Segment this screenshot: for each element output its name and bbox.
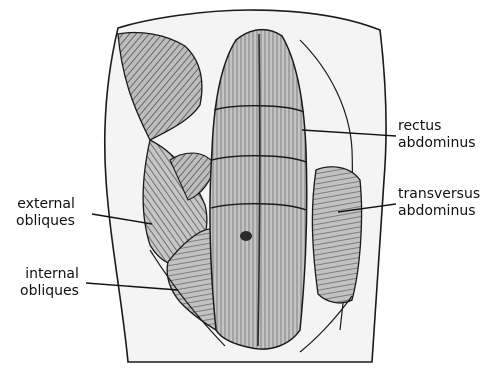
external-obliques-label: external obliques [16, 196, 75, 230]
rectus-abdominus-label: rectus abdominus [398, 118, 476, 152]
transversus-abdominus-muscle [312, 167, 361, 303]
external-label-line2: obliques [16, 213, 75, 230]
transversus-label-line2: abdominus [398, 203, 480, 220]
navel [240, 231, 252, 241]
rectus-label-line2: abdominus [398, 135, 476, 152]
internal-label-line2: obliques [20, 283, 79, 300]
internal-label-line1: internal [20, 266, 79, 283]
internal-obliques-label: internal obliques [20, 266, 79, 300]
external-label-line1: external [16, 196, 75, 213]
rectus-label-line1: rectus [398, 118, 476, 135]
transversus-label-line1: transversus [398, 186, 480, 203]
transversus-abdominus-label: transversus abdominus [398, 186, 480, 220]
